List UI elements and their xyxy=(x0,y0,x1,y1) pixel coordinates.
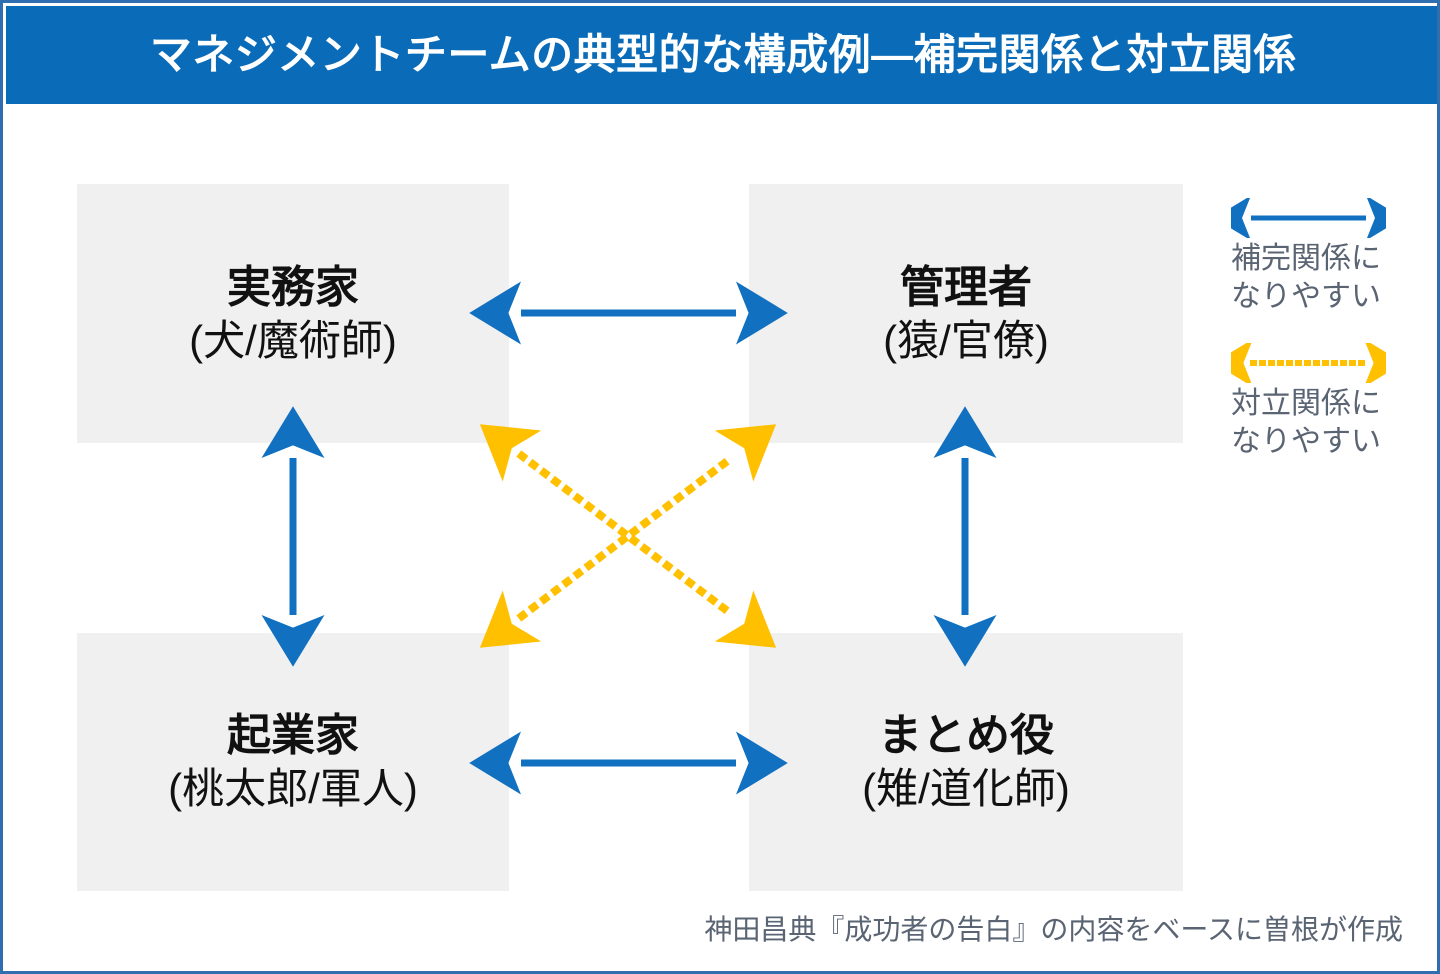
legend-item-conflict: 対立関係に なりやすい xyxy=(1231,342,1421,462)
role-subtitle-entrepreneur: (桃太郎/軍人) xyxy=(168,765,418,813)
role-subtitle-manager: (猿/官僚) xyxy=(883,316,1049,364)
slide-header: マネジメントチームの典型的な構成例―補完関係と対立関係 xyxy=(6,6,1437,104)
role-subtitle-integrator: (雉/道化師) xyxy=(862,765,1070,813)
role-title-manager: 管理者 xyxy=(900,262,1032,312)
role-box-practitioner: 実務家 (犬/魔術師) xyxy=(77,184,509,443)
legend-label-complementary: 補完関係に なりやすい xyxy=(1231,242,1381,314)
connector-entrepreneur-manager xyxy=(479,424,777,648)
role-subtitle-practitioner: (犬/魔術師) xyxy=(189,316,397,364)
legend-label-conflict: 対立関係に なりやすい xyxy=(1231,386,1381,459)
role-box-manager: 管理者 (猿/官僚) xyxy=(749,184,1183,443)
role-title-integrator: まとめ役 xyxy=(878,711,1054,761)
role-box-integrator: まとめ役 (雉/道化師) xyxy=(749,633,1183,891)
legend-solid-arrow-icon xyxy=(1231,198,1386,238)
role-box-entrepreneur: 起業家 (桃太郎/軍人) xyxy=(77,633,509,891)
page-title: マネジメントチームの典型的な構成例―補完関係と対立関係 xyxy=(149,30,1297,78)
source-caption: 神田昌典『成功者の告白』の内容をベースに曽根が作成 xyxy=(704,914,1403,945)
role-title-entrepreneur: 起業家 xyxy=(227,711,359,761)
connector-practitioner-integrator xyxy=(479,424,777,648)
role-title-practitioner: 実務家 xyxy=(227,262,359,312)
legend: 補完関係に なりやすい 対立関係に なりやすい xyxy=(1231,198,1421,488)
legend-dotted-arrow-icon xyxy=(1231,342,1386,383)
legend-item-complementary: 補完関係に なりやすい xyxy=(1231,198,1421,317)
